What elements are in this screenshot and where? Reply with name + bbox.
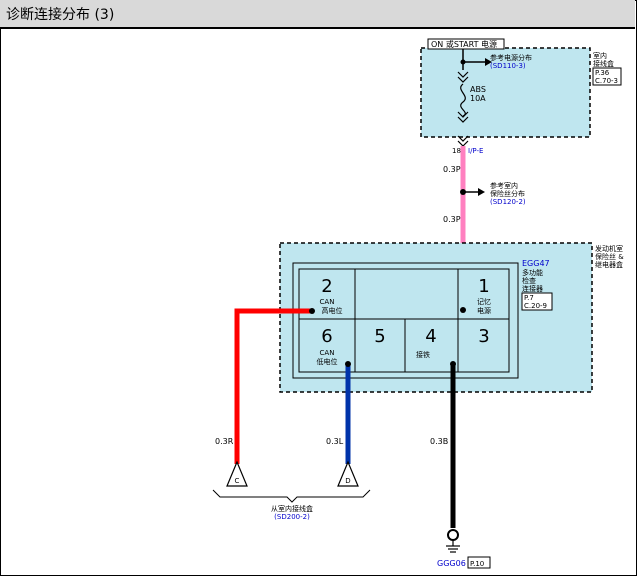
from-indoor-label: 从室内接线盒 (271, 504, 313, 513)
indoor-box-ref-box (592, 67, 622, 86)
egg47-ref-conn: C.20-9 (524, 302, 547, 310)
ref-fuse-code: (SD120-2) (490, 198, 526, 206)
ref-power-label: 参考电源分布 (490, 53, 532, 62)
pin-1-label-2: 电源 (477, 306, 491, 315)
pin-1-label-1: 记忆 (477, 297, 491, 306)
ground-ref: P.10 (470, 560, 484, 568)
egg47-outer-frame (292, 262, 519, 379)
pin-6-label-1: CAN (320, 349, 335, 357)
engine-box-label-2: 保险丝 & (595, 252, 624, 261)
pin-6-number: 6 (321, 326, 332, 347)
pin-3-number: 3 (478, 326, 489, 347)
blue-wire-label: 0.3L (326, 437, 344, 446)
fuse-icon (460, 83, 466, 117)
pink-wire-label-2: 0.3P (443, 215, 461, 224)
connector-d-icon (337, 460, 359, 487)
fuse-top-chevron-icon (457, 71, 469, 83)
engine-box-label-3: 继电器盒 (595, 260, 623, 269)
power-label-box (427, 38, 505, 50)
indoor-box-label-1: 室内 (593, 51, 607, 60)
pin-1-number: 1 (478, 276, 489, 297)
egg47-ref-box (521, 292, 553, 311)
engine-fuse-box (279, 242, 593, 393)
indoor-box-ref-conn: C.70-3 (595, 77, 618, 85)
red-wire-label: 0.3R (215, 437, 234, 446)
indoor-brace (212, 489, 371, 503)
pin-2-label-2: 高电位 (322, 306, 343, 315)
pin-5-number: 5 (374, 326, 385, 347)
pin-6-label-2: 低电位 (317, 357, 338, 366)
egg47-desc-1: 多功能 (522, 268, 543, 277)
pink-wire-label-1: 0.3P (443, 165, 461, 174)
power-label: ON 或START 电源 (431, 39, 497, 49)
header-bar: 诊断连接分布 (3) (0, 0, 635, 29)
indoor-box-label-2: 接线盒 (593, 59, 614, 68)
pin-4-label: 接铁 (416, 350, 430, 359)
indoor-box-ref-page: P.36 (595, 69, 610, 77)
egg47-connector (298, 268, 510, 373)
page-title: 诊断连接分布 (3) (6, 7, 115, 23)
ref-fuse-label-1: 参考室内 (490, 181, 518, 190)
ref-power-code: (SD110-3) (490, 62, 526, 70)
ref-fuse-arrow-icon (478, 188, 485, 196)
fuse-name: ABS (470, 85, 486, 94)
connector-c-icon (226, 460, 248, 487)
egg47-code: EGG47 (522, 259, 550, 268)
ground-code: GGG06 (437, 559, 466, 568)
connector-d-label: D (345, 477, 350, 485)
red-wire (234, 308, 312, 464)
pin-2-label-1: CAN (320, 298, 335, 306)
ground-terminal-icon (447, 529, 459, 541)
fuse-rating: 10A (470, 94, 486, 103)
pin-6-dot (345, 361, 351, 367)
black-wire-label: 0.3B (430, 437, 448, 446)
egg47-ref-page: P.7 (524, 294, 534, 302)
engine-box-label-1: 发动机室 (595, 244, 623, 253)
fuse-bottom-chevron-icon (457, 111, 469, 123)
egg47-desc-2: 检查 (522, 276, 536, 285)
pin-4-number: 4 (425, 326, 436, 347)
connector-c-label: C (235, 477, 240, 485)
ipe-pin: 18 (452, 147, 461, 155)
ipe-name: I/P-E (468, 147, 483, 155)
egg47-desc-3: 连接器 (522, 284, 543, 293)
from-indoor-code: (SD200-2) (274, 513, 310, 521)
pin-4-dot (450, 361, 456, 367)
pin-2-dot (309, 308, 315, 314)
pin-1-dot (460, 307, 466, 313)
indoor-junction-box (420, 47, 591, 138)
ground-ref-box (467, 556, 491, 569)
pin-2-number: 2 (321, 276, 332, 297)
ref-power-arrow-icon (485, 58, 492, 66)
ref-fuse-label-2: 保险丝分布 (490, 189, 525, 198)
